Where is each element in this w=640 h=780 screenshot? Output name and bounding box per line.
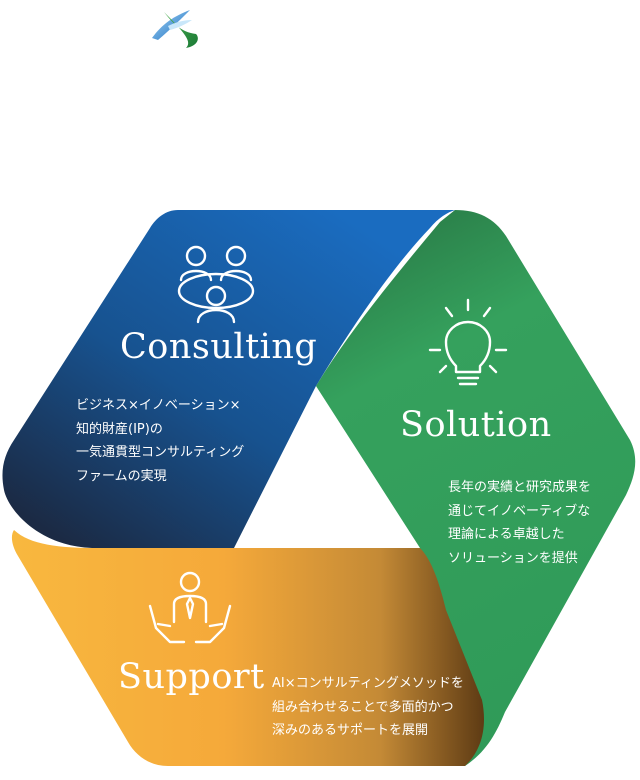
support-line: AI×コンサルティングメソッドを bbox=[272, 676, 464, 691]
support-segment bbox=[11, 530, 485, 766]
solution-line: 通じてイノベーティブな bbox=[448, 503, 591, 519]
consulting-title: Consulting bbox=[120, 327, 318, 367]
solution-line: ソリューションを提供 bbox=[448, 550, 578, 566]
hands-supporting-person-icon bbox=[148, 571, 232, 644]
support-line: 深みのあるサポートを展開 bbox=[272, 723, 429, 738]
solution-description: 長年の実績と研究成果を 通じてイノベーティブな 理論による卓越した ソリューショ… bbox=[448, 476, 591, 570]
people-meeting-icon bbox=[177, 245, 255, 324]
consulting-line: 知的財産(IP)の bbox=[76, 421, 163, 437]
support-title: Support bbox=[118, 657, 265, 697]
solution-line: 長年の実績と研究成果を bbox=[448, 480, 592, 495]
solution-line: 理論による卓越した bbox=[448, 527, 565, 542]
support-description: AI×コンサルティングメソッドを 組み合わせることで多面的かつ 深みのあるサポー… bbox=[272, 672, 464, 743]
consulting-line: ファームの実現 bbox=[76, 468, 167, 484]
lightbulb-icon bbox=[428, 298, 508, 386]
solution-title: Solution bbox=[400, 405, 552, 445]
solution-segment bbox=[316, 210, 636, 766]
consulting-line: 一気通貫型コンサルティング bbox=[76, 445, 245, 460]
company-logo-icon bbox=[152, 10, 198, 48]
consulting-description: ビジネス×イノベーション× 知的財産(IP)の 一気通貫型コンサルティング ファ… bbox=[76, 394, 244, 488]
support-line: 組み合わせることで多面的かつ bbox=[272, 699, 454, 715]
consulting-segment bbox=[2, 210, 455, 548]
consulting-line: ビジネス×イノベーション× bbox=[76, 398, 241, 413]
